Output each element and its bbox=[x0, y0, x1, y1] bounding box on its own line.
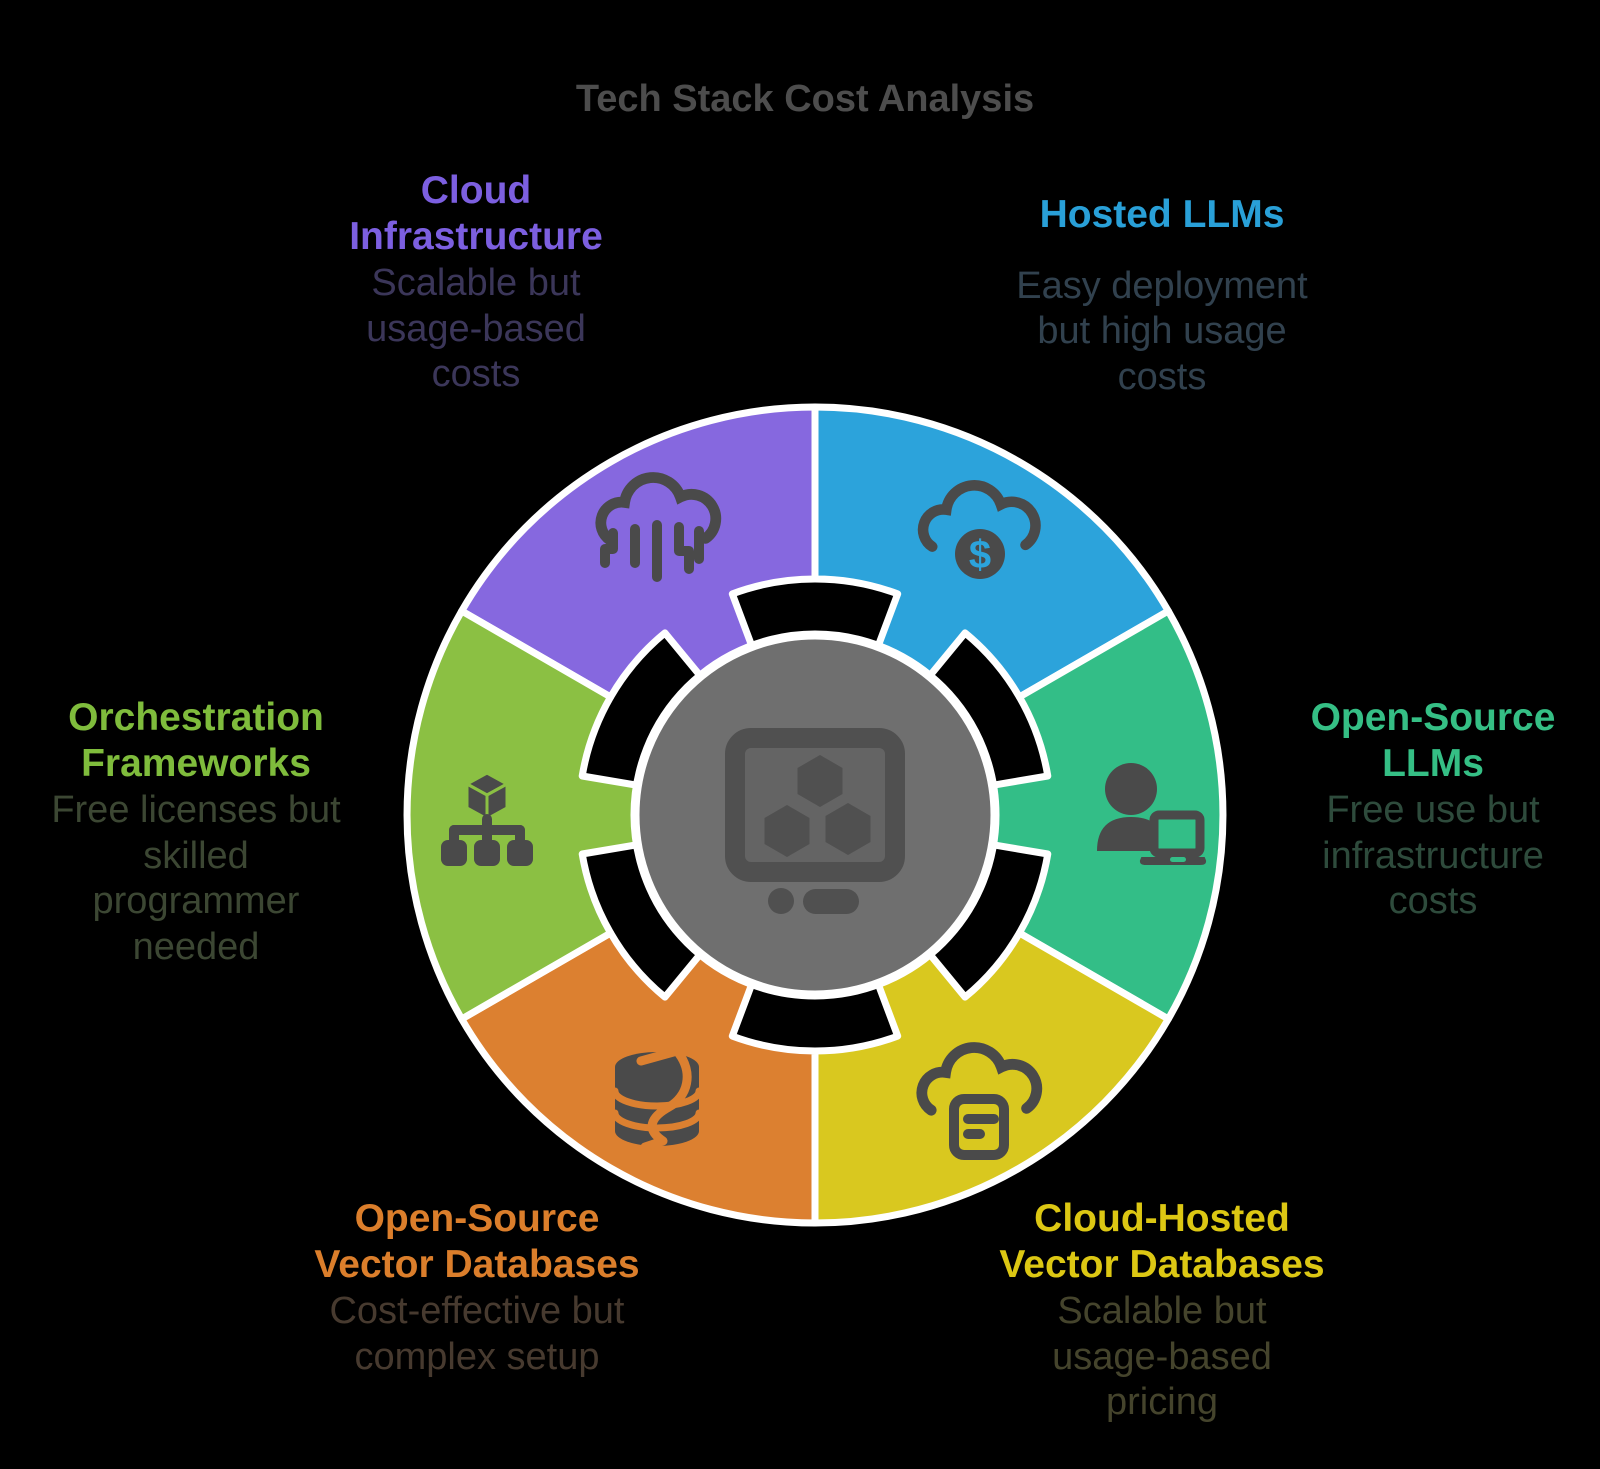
label-description: Scalable but usage-based pricing bbox=[1052, 1290, 1272, 1424]
label-description: Scalable but usage-based costs bbox=[366, 262, 586, 396]
label-description: Free use but infrastructure costs bbox=[1322, 789, 1544, 923]
segment-orchestration-frameworks bbox=[403, 607, 653, 1023]
label-heading: Open-Source Vector Databases bbox=[314, 1197, 640, 1286]
cloud-circuit-icon bbox=[601, 477, 716, 582]
label-open-source-vector-databases: Open-Source Vector Databases Cost-effect… bbox=[314, 1196, 639, 1380]
segment-cloud-hosted-vector-databases bbox=[811, 929, 1172, 1227]
label-open-source-llms: Open-Source LLMs Free use but infrastruc… bbox=[1311, 695, 1556, 925]
database-sync-icon bbox=[611, 1046, 703, 1152]
page-title: Tech Stack Cost Analysis bbox=[575, 78, 1035, 120]
cube-network-icon bbox=[441, 771, 533, 866]
label-orchestration-frameworks: Orchestration Frameworks Free licenses b… bbox=[51, 695, 340, 971]
monitor-hexagons-icon bbox=[725, 728, 905, 914]
label-heading: Orchestration Frameworks bbox=[68, 696, 324, 785]
hexagon-left bbox=[764, 805, 810, 857]
person-laptop-icon bbox=[1097, 763, 1211, 869]
label-heading: Hosted LLMs bbox=[1039, 193, 1285, 236]
label-cloud-infrastructure: Cloud Infrastructure Scalable but usage-… bbox=[349, 168, 603, 398]
label-heading: Cloud Infrastructure bbox=[349, 169, 603, 258]
label-description: Cost-effective but complex setup bbox=[329, 1290, 625, 1378]
label-heading: Cloud-Hosted Vector Databases bbox=[999, 1197, 1325, 1286]
label-description: Free licenses but skilled programmer nee… bbox=[51, 789, 341, 969]
monitor-dot bbox=[768, 888, 794, 914]
cloud-dollar-icon: $ bbox=[923, 485, 1035, 579]
segment-open-source-llms bbox=[977, 607, 1227, 1023]
label-hosted-llms: Hosted LLMs Easy deployment but high usa… bbox=[1016, 192, 1308, 400]
dollar-glyph: $ bbox=[969, 533, 991, 577]
cloud-document-icon bbox=[922, 1047, 1037, 1160]
label-cloud-hosted-vector-databases: Cloud-Hosted Vector Databases Scalable b… bbox=[999, 1196, 1324, 1426]
label-description: Easy deployment but high usage costs bbox=[1016, 264, 1308, 398]
hexagon-top bbox=[797, 755, 843, 807]
monitor-dash bbox=[803, 889, 859, 914]
label-heading: Open-Source LLMs bbox=[1310, 696, 1556, 785]
hexagon-right bbox=[825, 803, 871, 855]
